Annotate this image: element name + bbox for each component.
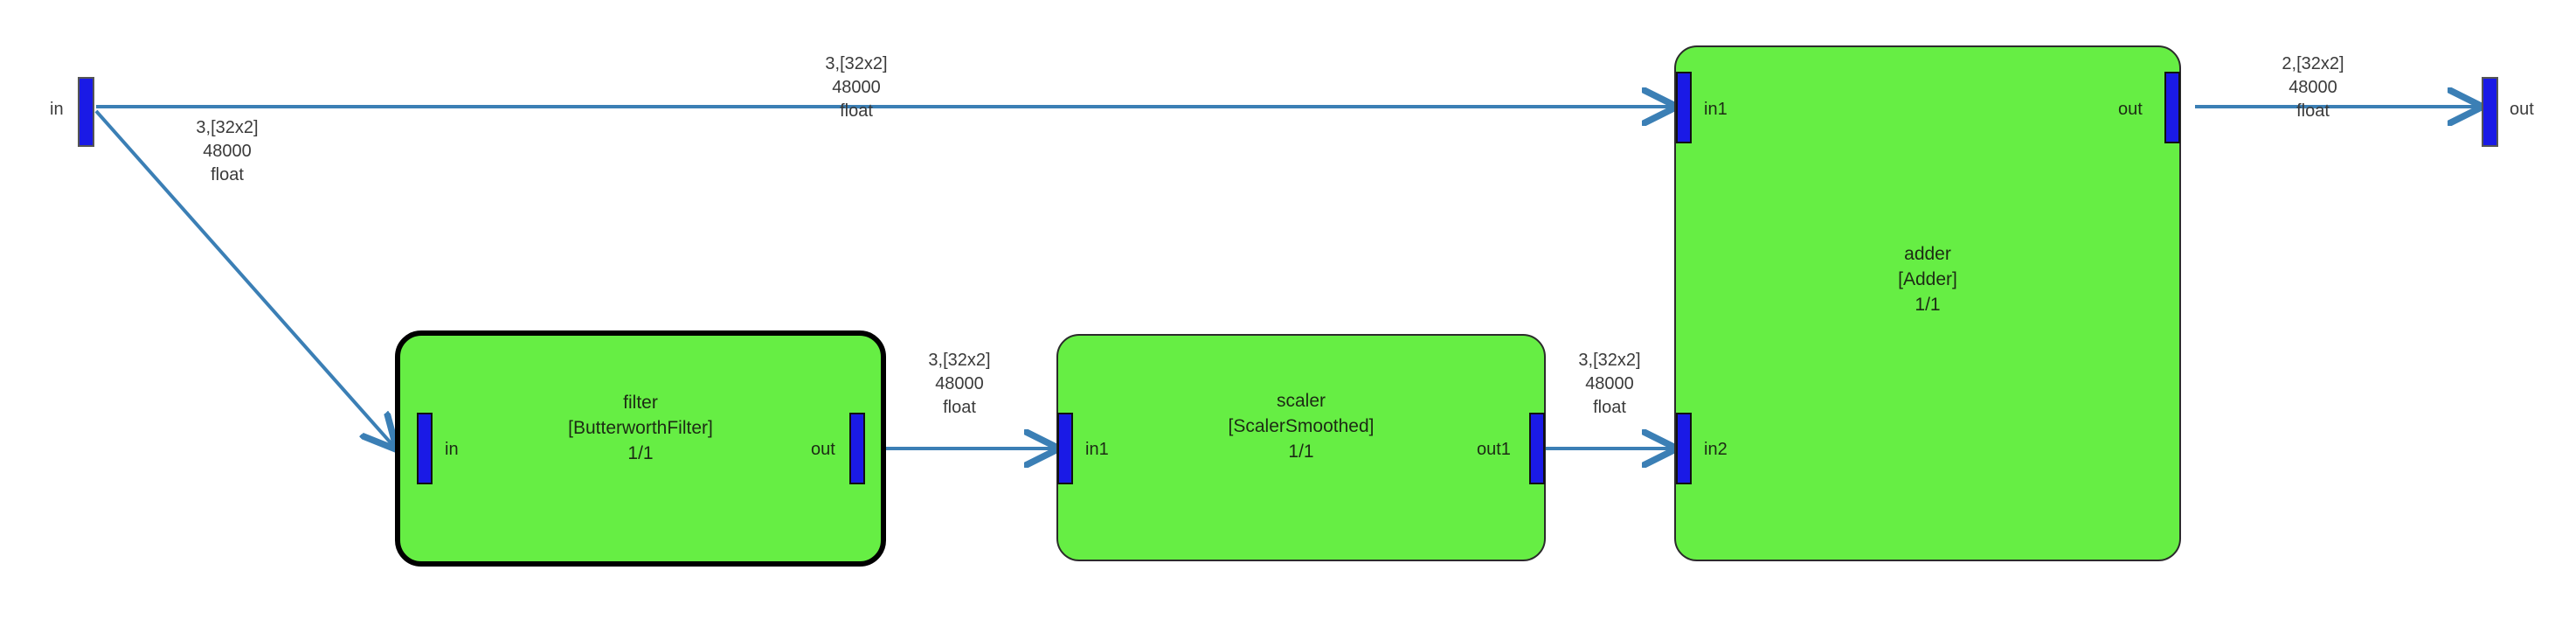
block-filter-ratio: 1/1	[627, 443, 654, 463]
external-output-port[interactable]	[2482, 77, 2498, 147]
edge-in-to-filter-in[interactable]	[94, 109, 395, 448]
block-scaler-type: [ScalerSmoothed]	[1228, 416, 1375, 436]
block-filter-port-out[interactable]	[849, 413, 865, 484]
block-filter[interactable]: filter [ButterworthFilter] 1/1	[395, 330, 886, 567]
block-filter-port-in[interactable]	[417, 413, 433, 484]
external-input-port[interactable]	[78, 77, 94, 147]
block-adder-name: adder	[1904, 244, 1951, 264]
block-adder-port-out[interactable]	[2164, 72, 2180, 143]
block-adder-ratio: 1/1	[1915, 295, 1941, 315]
block-filter-name: filter	[623, 393, 658, 413]
block-scaler-port-out1[interactable]	[1529, 413, 1545, 484]
block-scaler[interactable]: scaler [ScalerSmoothed] 1/1	[1056, 334, 1546, 561]
block-scaler-ratio: 1/1	[1288, 442, 1314, 462]
block-adder-port-in2[interactable]	[1676, 413, 1692, 484]
block-adder[interactable]: adder [Adder] 1/1	[1674, 45, 2181, 561]
block-filter-type: [ButterworthFilter]	[568, 418, 713, 438]
block-adder-type: [Adder]	[1898, 269, 1957, 289]
block-scaler-name: scaler	[1276, 391, 1326, 411]
block-scaler-port-in1[interactable]	[1057, 413, 1073, 484]
block-adder-port-in1[interactable]	[1676, 72, 1692, 143]
